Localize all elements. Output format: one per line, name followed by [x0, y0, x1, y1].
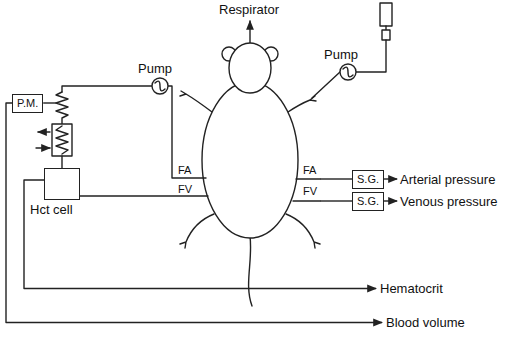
pressure-signal [384, 200, 397, 201]
vessel-label: FA [303, 164, 316, 177]
venous-tube [80, 195, 208, 196]
right-hindlimb [286, 214, 320, 248]
water-in-arrow [36, 147, 50, 148]
pump-symbol [340, 64, 356, 80]
vessel-label: FV [303, 185, 317, 198]
syringe [380, 3, 392, 26]
node-text: S.G. [357, 195, 379, 208]
vessel-label: FV [178, 183, 192, 196]
pump-rotor [155, 81, 165, 91]
arterial-tube [168, 86, 206, 178]
catheter-tube [320, 200, 352, 201]
vessel-label: FA [178, 164, 191, 177]
circuit-tube [61, 156, 62, 168]
node-text: Hct cell [30, 202, 73, 217]
catheter-tube [320, 178, 352, 179]
blood-volume-signal [6, 103, 382, 323]
venous-catheter [293, 200, 320, 201]
heat-exchanger-coil [56, 126, 68, 154]
heat-exchanger [52, 124, 72, 156]
device-label: Respirator [219, 2, 279, 17]
signal-label: Venous pressure [400, 194, 498, 209]
strain-gauge-box: S.G. [352, 170, 384, 189]
signal-label: Blood volume [386, 315, 465, 330]
circuit-tube [62, 86, 152, 92]
infusion-tube [312, 72, 340, 98]
hematocrit-cell: Hct cell [44, 168, 80, 200]
strain-gauge-box: S.G. [352, 192, 384, 211]
tail [249, 236, 252, 306]
pressure-meter-box: P.M. [12, 94, 43, 113]
pump-label: Pump [324, 47, 358, 62]
rat-head [229, 43, 271, 93]
pressure-signal [384, 178, 397, 179]
arterial-catheter [296, 178, 320, 179]
pump-label: Pump [138, 61, 172, 76]
signal-label: Hematocrit [380, 281, 443, 296]
pump-symbol [152, 78, 168, 94]
left-hindlimb [180, 214, 214, 248]
pump-rotor [343, 67, 353, 77]
coil [56, 92, 68, 124]
respirator-tube [249, 21, 250, 44]
infusion-tube [356, 40, 386, 72]
rat-body [202, 82, 298, 238]
pressure-meter-wire [43, 102, 56, 103]
node-text: P.M. [17, 97, 38, 110]
drip-chamber [382, 30, 390, 40]
left-forelimb [180, 91, 212, 112]
water-out-arrow [38, 131, 50, 132]
node-text: S.G. [357, 173, 379, 186]
signal-label: Arterial pressure [400, 172, 495, 187]
